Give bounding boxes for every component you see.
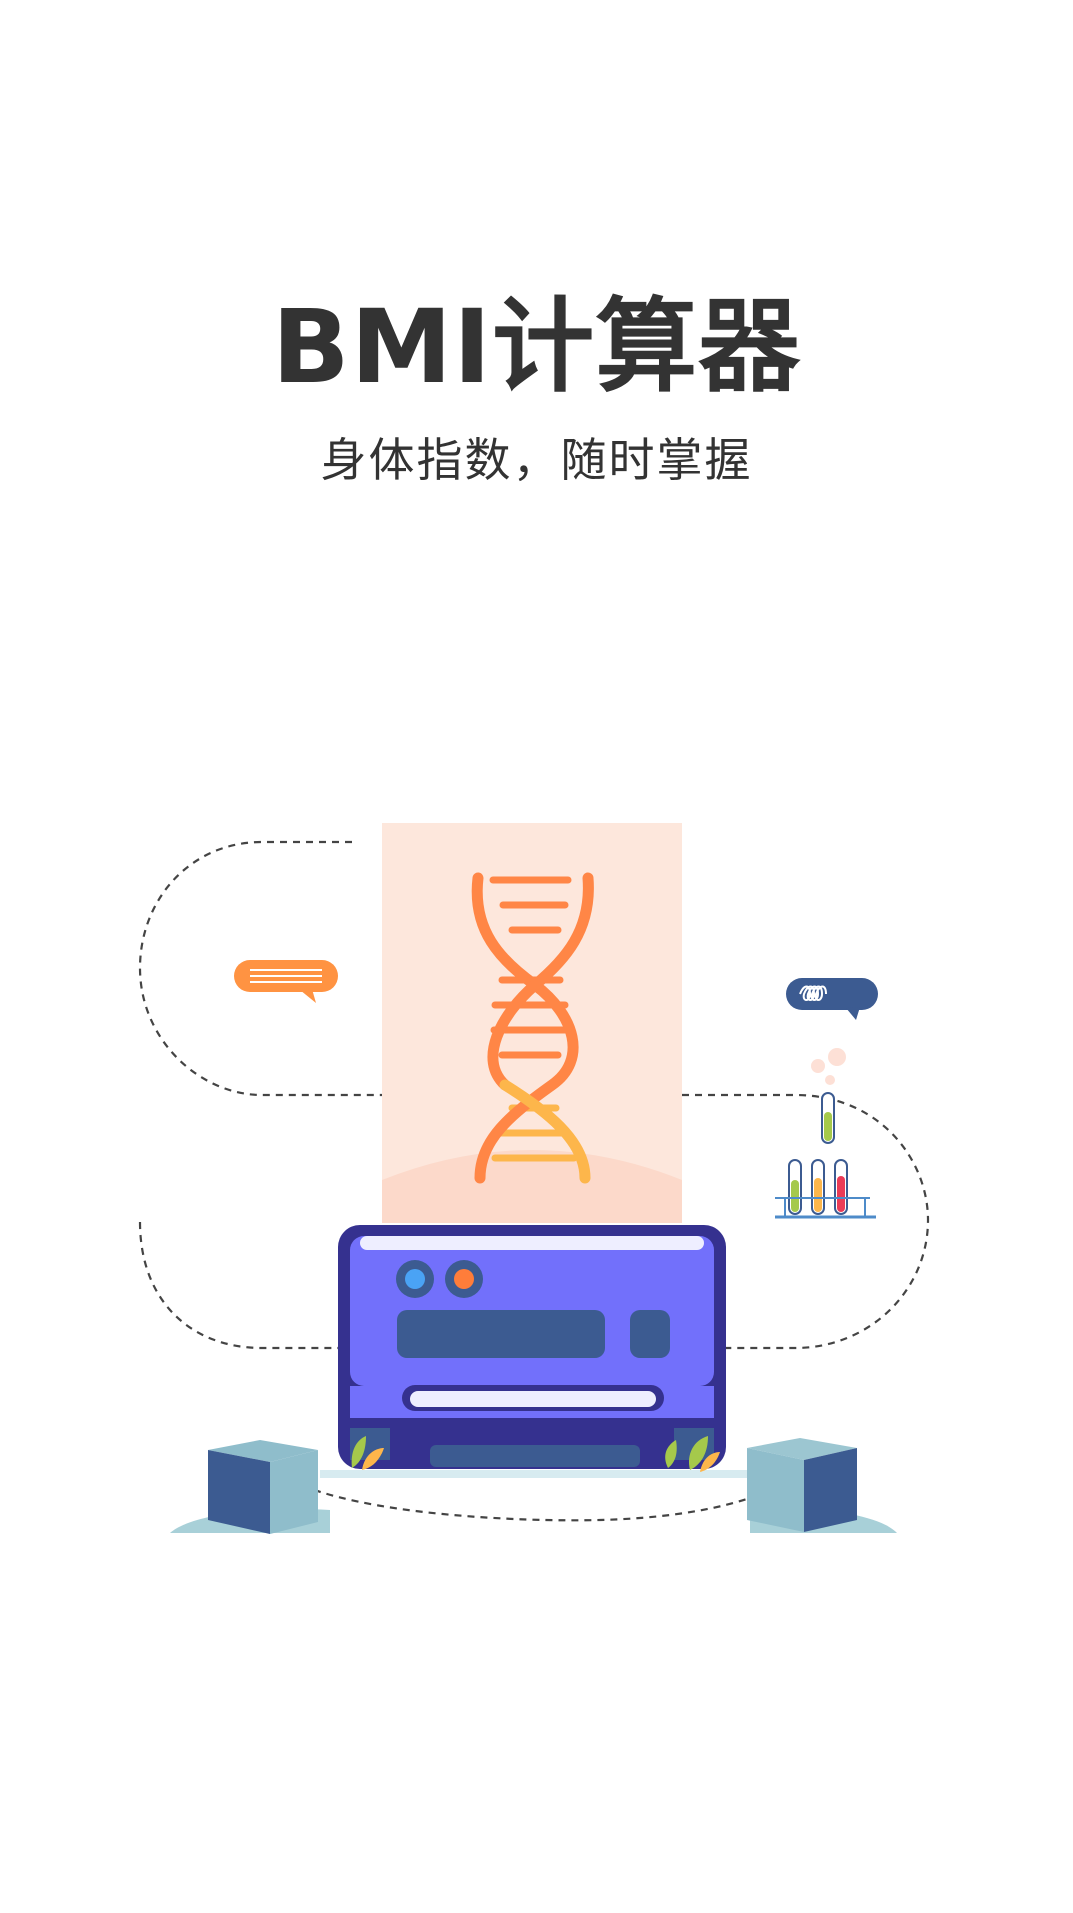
chat-bubble-orange-icon <box>234 960 338 1003</box>
dna-analysis-machine <box>338 1225 726 1469</box>
test-tube-rack-icon <box>775 1159 876 1219</box>
dna-helix-icon <box>471 872 594 1184</box>
machine-button-blue <box>396 1260 434 1298</box>
machine-button-orange <box>445 1260 483 1298</box>
leaf-decoration-right <box>665 1436 720 1472</box>
bubbles-decoration <box>811 1048 846 1085</box>
test-tube-icon <box>821 1092 835 1144</box>
machine-display-wide <box>397 1310 605 1358</box>
app-title: BMI计算器 <box>271 288 802 407</box>
dashed-path-decoration <box>138 840 930 1522</box>
app-subtitle: 身体指数，随时掌握 <box>320 433 753 487</box>
machine-display-small <box>630 1310 670 1358</box>
right-block <box>747 1438 857 1532</box>
left-block <box>208 1440 318 1534</box>
leaf-decoration-left <box>351 1436 384 1470</box>
chat-bubble-blue-icon <box>786 978 878 1020</box>
